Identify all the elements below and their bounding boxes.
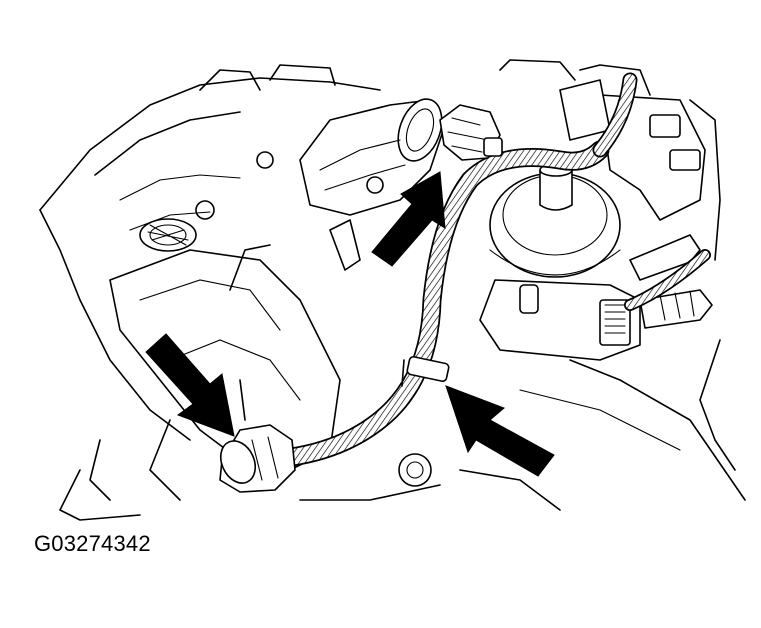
wire-harness <box>240 72 711 470</box>
upper-right-components <box>559 79 706 221</box>
figure-id-label: G03274342 <box>34 531 151 556</box>
lower-left-connector <box>219 424 296 493</box>
arrow-top-connector <box>371 171 446 267</box>
top-sensor-connector <box>439 104 503 161</box>
harness-clip <box>401 355 450 387</box>
sensor-assembly <box>479 234 713 361</box>
throttle-body-housing <box>109 200 432 487</box>
arrow-left-connector <box>145 333 235 437</box>
egr-valve <box>489 163 621 278</box>
arrow-harness-clip <box>445 385 555 477</box>
upper-pipe <box>256 98 446 216</box>
engine-block-outline <box>39 59 746 521</box>
